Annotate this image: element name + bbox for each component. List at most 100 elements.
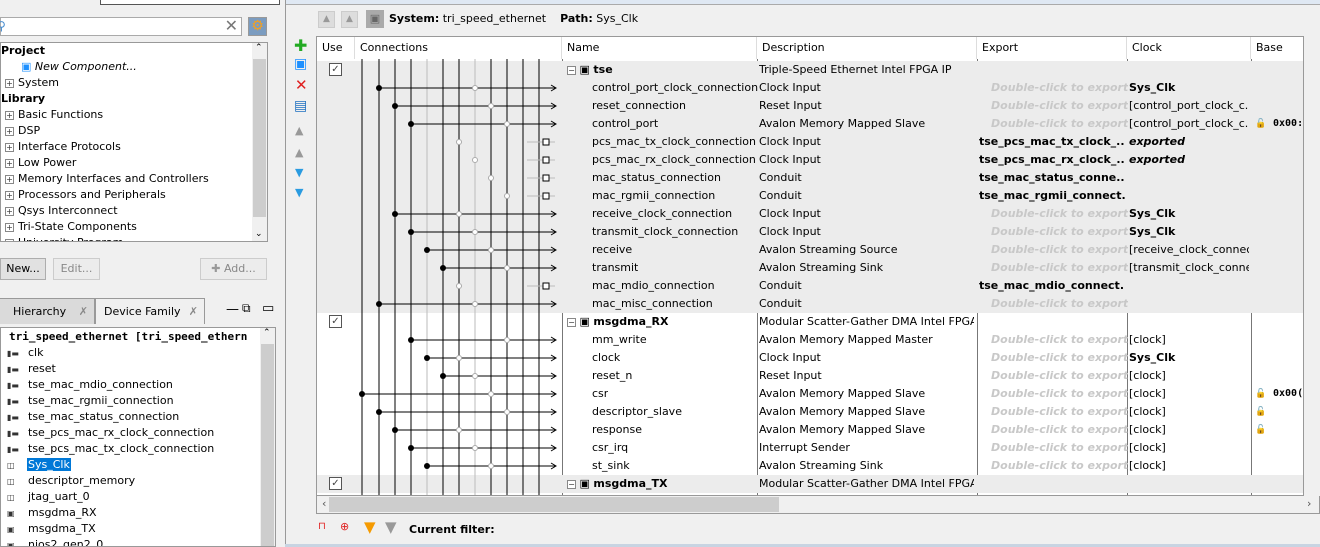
export-placeholder[interactable]: Double-click to export <box>991 387 1129 400</box>
lock-icon[interactable]: 🔓 <box>1255 425 1267 435</box>
scroll-thumb[interactable] <box>261 344 274 546</box>
clock-value[interactable]: [clock] <box>1129 405 1166 418</box>
use-checkbox[interactable]: ✓ <box>329 477 342 490</box>
clear-search-icon[interactable]: ✕ <box>224 16 238 35</box>
export-name[interactable]: tse_mac_status_conne... <box>979 171 1125 184</box>
move-to-top-icon[interactable]: ▲ <box>295 124 304 137</box>
clock-value[interactable]: [clock] <box>1129 387 1166 400</box>
hierarchy-up-icon[interactable]: ▣ <box>366 10 384 28</box>
clock-value[interactable]: [clock] <box>1129 333 1166 346</box>
hierarchy-item[interactable]: ▮▬clk <box>7 345 44 361</box>
export-placeholder[interactable]: Double-click to export <box>991 99 1129 112</box>
scroll-thumb[interactable] <box>253 59 266 217</box>
hierarchy-item[interactable]: ▮▬tse_pcs_mac_tx_clock_connection <box>7 441 215 457</box>
export-placeholder[interactable]: Double-click to export <box>991 441 1129 454</box>
show-interfaces-icon[interactable]: ⊕ <box>340 520 350 533</box>
move-up-disabled-icon[interactable]: ▲ <box>341 11 358 28</box>
show-signals-icon[interactable]: ⊓ <box>318 521 326 532</box>
scroll-up-icon[interactable]: ⌃ <box>255 43 263 53</box>
clock-value[interactable]: Sys_Clk <box>1129 81 1176 94</box>
column-header-clock[interactable]: Clock <box>1127 37 1251 59</box>
connections-graph[interactable] <box>355 59 562 496</box>
export-name[interactable]: tse_mac_rgmii_connect... <box>979 189 1125 202</box>
export-name[interactable]: tse_mac_mdio_connect... <box>979 279 1125 292</box>
clock-value[interactable]: Sys_Clk <box>1129 351 1176 364</box>
scroll-down-icon[interactable]: ⌄ <box>255 229 263 239</box>
hierarchy-item[interactable]: ▮▬tse_mac_status_connection <box>7 409 180 425</box>
clock-value[interactable]: [clock] <box>1129 369 1166 382</box>
hierarchy-item[interactable]: ▣msgdma_TX <box>7 521 97 537</box>
clock-value[interactable]: exported <box>1129 135 1186 148</box>
scroll-right-icon[interactable]: › <box>1307 497 1312 510</box>
hierarchy-item[interactable]: ▮▬reset <box>7 361 57 377</box>
hierarchy-item[interactable]: ◫Sys_Clk <box>7 457 71 473</box>
lock-icon[interactable]: 🔓 <box>1255 407 1267 417</box>
export-placeholder[interactable]: Double-click to export <box>991 207 1129 220</box>
expand-icon[interactable]: + <box>5 222 14 232</box>
expand-icon[interactable]: + <box>5 174 14 184</box>
export-placeholder[interactable]: Double-click to export <box>991 333 1129 346</box>
column-header-export[interactable]: Export <box>977 37 1127 59</box>
export-placeholder[interactable]: Double-click to export <box>991 369 1129 382</box>
tree-item-library[interactable]: +Interface Protocols <box>1 139 121 155</box>
move-down-icon[interactable]: ▼ <box>295 166 304 179</box>
clock-value[interactable]: [clock] <box>1129 459 1166 472</box>
hierarchy-item[interactable]: ▮▬tse_pcs_mac_rx_clock_connection <box>7 425 215 441</box>
remove-icon[interactable]: ✕ <box>295 76 308 94</box>
expand-icon[interactable]: + <box>5 158 14 168</box>
minimize-icon[interactable]: — <box>226 302 239 317</box>
tree-item-library[interactable]: +Processors and Peripherals <box>1 187 166 203</box>
clear-filter-icon[interactable]: ▼ <box>385 518 397 536</box>
column-header-use[interactable]: Use <box>317 37 355 59</box>
column-header-description[interactable]: Description <box>757 37 977 59</box>
export-placeholder[interactable]: Double-click to export <box>991 243 1129 256</box>
move-top-disabled-icon[interactable]: ▲ <box>318 11 335 28</box>
lock-icon[interactable]: 🔓 <box>1255 119 1267 129</box>
tree-item-library[interactable]: +Low Power <box>1 155 76 171</box>
expand-icon[interactable]: + <box>5 110 14 120</box>
close-tab-icon[interactable]: ✗ <box>78 305 88 318</box>
add-button[interactable]: ✚ Add... <box>200 258 267 280</box>
edit-parameters-icon[interactable]: ▤ <box>294 98 308 114</box>
expand-icon[interactable]: + <box>5 78 14 88</box>
move-to-bottom-icon[interactable]: ▼ <box>295 186 304 199</box>
export-placeholder[interactable]: Double-click to export <box>991 405 1129 418</box>
detach-icon[interactable]: ⧉ <box>242 301 251 315</box>
export-placeholder[interactable]: Double-click to export <box>991 261 1129 274</box>
hierarchy-item[interactable]: ▣nios2_gen2_0 <box>7 537 104 546</box>
clock-value[interactable]: [receive_clock_connec... <box>1129 243 1249 256</box>
add-component-icon[interactable]: ✚ <box>294 36 308 55</box>
tree-item-library[interactable]: +University Program <box>1 235 123 241</box>
expand-icon[interactable]: + <box>5 126 14 136</box>
edit-button[interactable]: Edit... <box>53 258 100 280</box>
clock-value[interactable]: Sys_Clk <box>1129 225 1176 238</box>
hierarchy-item[interactable]: ▮▬tse_mac_mdio_connection <box>7 377 174 393</box>
tree-item-library[interactable]: +Qsys Interconnect <box>1 203 118 219</box>
tree-item-library[interactable]: +DSP <box>1 123 40 139</box>
maximize-icon[interactable]: ▭ <box>262 301 275 316</box>
tree-item-system[interactable]: +System <box>1 75 59 91</box>
hierarchy-item[interactable]: ◫jtag_uart_0 <box>7 489 91 505</box>
tree-item-library[interactable]: +Memory Interfaces and Controllers <box>1 171 209 187</box>
library-scrollbar[interactable]: ⌃ ⌄ <box>252 43 267 241</box>
export-placeholder[interactable]: Double-click to export <box>991 117 1129 130</box>
hierarchy-item[interactable]: ▮▬tse_mac_rgmii_connection <box>7 393 175 409</box>
filter-icon[interactable]: ▼ <box>364 518 376 536</box>
column-header-base[interactable]: Base <box>1251 37 1303 59</box>
export-placeholder[interactable]: Double-click to export <box>991 459 1129 472</box>
